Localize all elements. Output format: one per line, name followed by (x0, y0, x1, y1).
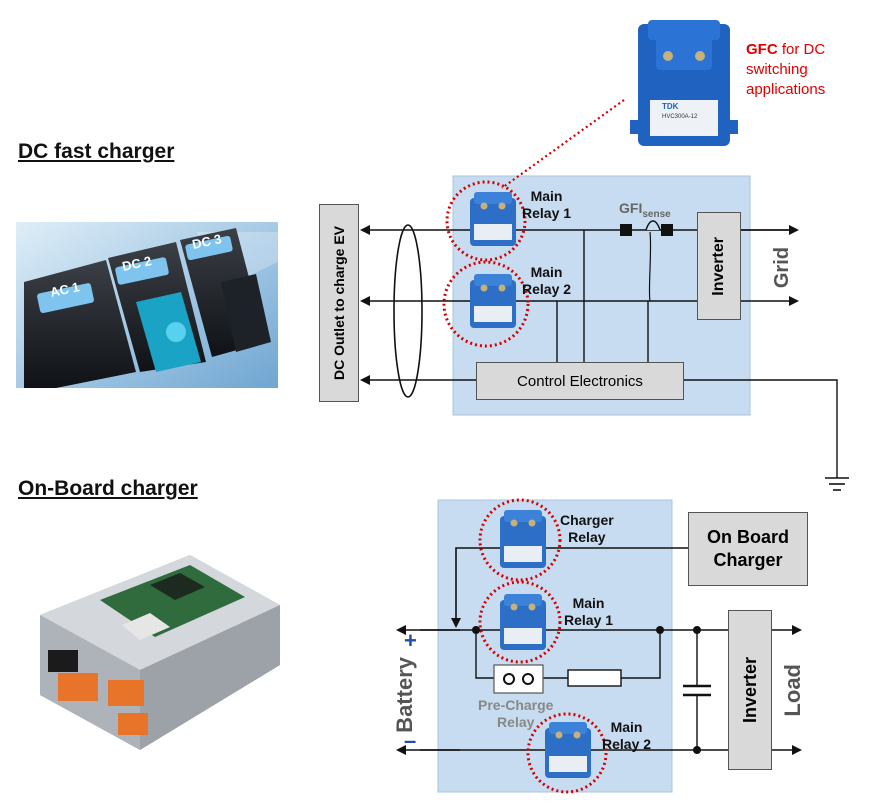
gfc-callout-strong: GFC (746, 41, 778, 58)
obc-main-relay-2-line2: Relay 2 (602, 736, 652, 752)
pre-charge-relay-box (493, 664, 544, 694)
ev-charger-photo: AC 1 DC 2 DC 3 (16, 222, 278, 388)
callout-line (501, 99, 625, 189)
on-board-charger-line1: On Board (706, 527, 789, 547)
pre-charge-relay-label: Pre-Charge Relay (478, 697, 553, 731)
dc-inverter-label: Inverter (710, 236, 727, 296)
relay-icon-charger (500, 510, 546, 568)
battery-minus-sign: – (404, 728, 417, 753)
obc-inverter-box: Inverter (728, 610, 772, 770)
relay-icon-obc-main-2 (545, 722, 591, 778)
grid-label-wrap: Grid (770, 238, 794, 298)
gfc-callout-line2: switching (746, 61, 808, 78)
dc-main-relay-1-line2: Relay 1 (522, 205, 572, 221)
charger-relay-label: Charger Relay (560, 512, 614, 546)
charger-body-2 (108, 242, 206, 372)
gfi-sense-label: GFIsense (619, 200, 671, 220)
charger-relay-line (451, 547, 688, 628)
ev-charger-illustration (16, 222, 278, 388)
charger-body-3 (180, 228, 271, 357)
dc-outlet-label: DC Outlet to charge EV (331, 225, 347, 381)
pre-charge-relay-line2: Relay (497, 714, 535, 730)
grid-label: Grid (770, 247, 793, 289)
heading-dc-fast-charger: DC fast charger (18, 140, 175, 163)
battery-label-wrap: Battery (388, 650, 422, 740)
heading-on-board-charger: On-Board charger (18, 477, 198, 500)
dc-main-relay-2-label: Main Relay 2 (522, 264, 571, 298)
gfc-callout-rest: for DC (777, 41, 826, 58)
dc-main-relay-2-line2: Relay 2 (522, 281, 572, 297)
charger-relay-line1: Charger (560, 512, 614, 528)
dc-outlet-box: DC Outlet to charge EV (319, 204, 359, 402)
product-model-label: HVC300A-12 (662, 114, 698, 120)
on-board-charger-photo (30, 545, 290, 755)
gfi-sensor-1 (620, 224, 632, 236)
relay-icon-dc-main-1 (470, 192, 516, 246)
highlight-circle-obc-relay-1 (478, 580, 562, 664)
gfc-callout-line3: applications (746, 81, 826, 98)
highlight-circle-dc-relay-2 (442, 260, 530, 348)
dc-main-relay-1-label: Main Relay 1 (522, 188, 571, 222)
highlight-circle-obc-relay-2 (526, 712, 608, 794)
obc-main-relay-2-line1: Main (610, 719, 643, 735)
dc-inverter-box: Inverter (697, 212, 741, 320)
gfc-relay-product-icon (630, 20, 738, 146)
obc-main-relay-1-line2: Relay 1 (564, 612, 614, 628)
battery-label: Battery (392, 657, 417, 733)
on-board-charger-line2: Charger (713, 550, 783, 570)
highlight-circle-charger-relay (478, 498, 562, 582)
relay-icon-obc-main-1 (500, 594, 546, 650)
dc-main-relay-1-line1: Main (530, 188, 563, 204)
control-electronics-box: Control Electronics (476, 362, 684, 400)
product-brand-label: TDK (662, 102, 679, 111)
charger-body-1 (24, 260, 136, 388)
obc-unit-illustration (40, 555, 280, 750)
battery-plus-sign: + (404, 628, 417, 653)
dc-main-relay-2-line1: Main (530, 264, 563, 280)
gfi-sub-text: sense (642, 208, 671, 220)
obc-main-relay-2-label: Main Relay 2 (602, 719, 651, 753)
load-label-wrap: Load (776, 650, 810, 730)
relay-icon-dc-main-2 (470, 274, 516, 328)
pre-charge-resistor (567, 669, 622, 687)
gfc-callout: GFC for DC switching applications (746, 40, 825, 100)
obc-main-relay-1-line1: Main (572, 595, 605, 611)
load-label: Load (780, 663, 805, 717)
gfi-sensor-2 (661, 224, 673, 236)
charger-relay-line2: Relay (568, 529, 606, 545)
gfc-callout-line1: GFC for DC (746, 40, 825, 60)
obc-inverter-label: Inverter (739, 656, 760, 724)
obc-main-relay-1-label: Main Relay 1 (564, 595, 613, 629)
on-board-charger-box: On Board Charger (688, 512, 808, 586)
gfi-main-text: GFI (619, 200, 643, 216)
cable-bundle (393, 224, 423, 398)
pre-charge-relay-line1: Pre-Charge (478, 697, 554, 713)
highlight-circle-dc-relay-1 (445, 180, 527, 262)
control-electronics-label: Control Electronics (517, 372, 643, 390)
